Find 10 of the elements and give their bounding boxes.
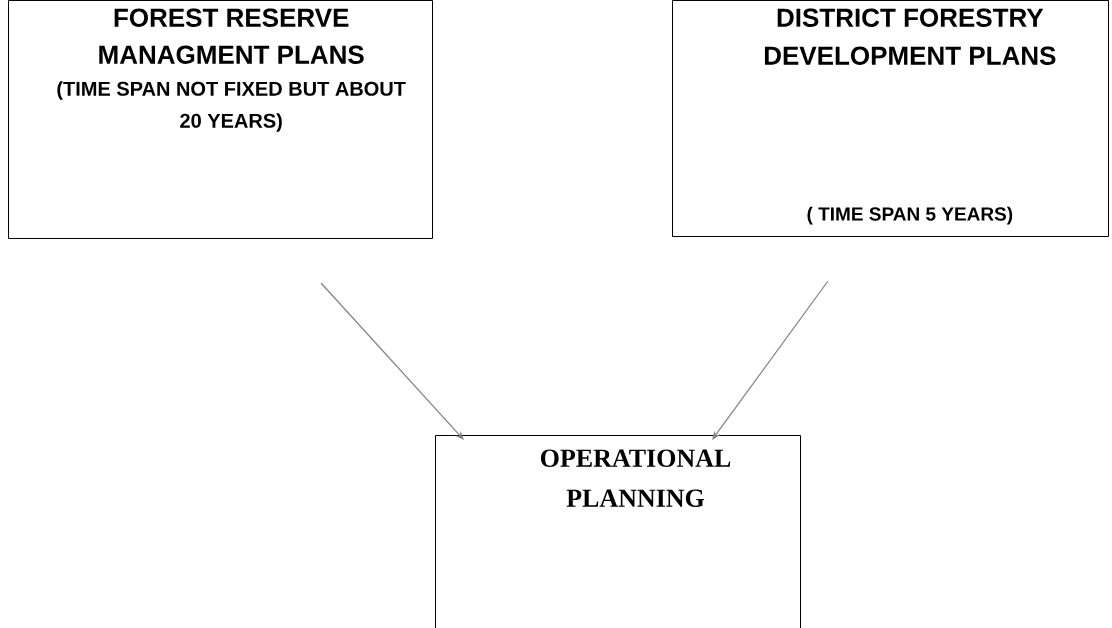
- heading: (TIME SPAN NOT FIXED BUT ABOUT 20 YEARS): [57, 81, 406, 132]
- heading: ( TIME SPAN 5 YEARS): [807, 206, 1013, 225]
- arrow: [320, 282, 464, 440]
- heading: FOREST RESERVE MANAGMENT PLANS: [99, 8, 364, 64]
- arrow: [712, 280, 829, 440]
- plan-box: [435, 435, 801, 628]
- plan-box: [8, 0, 433, 239]
- heading: OPERATIONAL PLANNING: [540, 449, 731, 507]
- plan-box: [672, 0, 1109, 237]
- heading: DISTRICT FORESTRY DEVELOPMENT PLANS: [764, 8, 1056, 65]
